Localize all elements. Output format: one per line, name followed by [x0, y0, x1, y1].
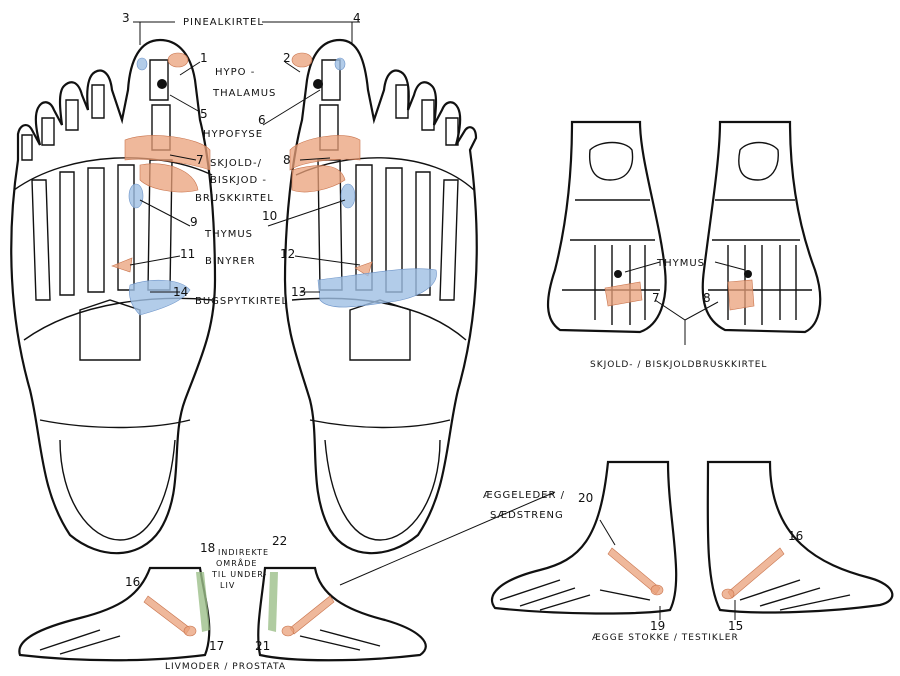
num-9: 9: [190, 215, 198, 229]
right-sole: [283, 38, 478, 555]
label-biskjod: BISKJOD -: [210, 175, 267, 186]
label-indirekte: INDIREKTE: [218, 548, 269, 557]
num-8: 8: [283, 153, 291, 167]
num-2: 2: [283, 51, 291, 65]
num-22: 22: [272, 534, 287, 548]
label-thymus: THYMUS: [204, 229, 253, 240]
label-skjold-dorsal: SKJOLD- / BISKJOLDBRUSKKIRTEL: [590, 360, 767, 370]
label-saedstreng: SÆDSTRENG: [490, 510, 564, 521]
num-1: 1: [200, 51, 208, 65]
label-bruskkirtel: BRUSKKIRTEL: [195, 193, 274, 204]
label-skjold: SKJOLD-/: [210, 158, 262, 169]
num-7: 7: [196, 153, 204, 167]
label-thalamus: THALAMUS: [212, 88, 276, 99]
num-17: 17: [209, 639, 224, 653]
label-hypofyse: HYPOFYSE: [203, 129, 263, 140]
num-13: 13: [291, 285, 306, 299]
label-thymus-dorsal: THYMUS: [656, 258, 705, 269]
dorsal-feet: [546, 120, 822, 334]
side-feet-left: [18, 566, 427, 662]
num-11: 11: [180, 247, 195, 261]
labels: PINEALKIRTEL HYPO - THALAMUS HYPOFYSE SK…: [165, 17, 767, 672]
label-livmoder-prostata: LIVMODER / PROSTATA: [165, 662, 286, 672]
side-feet-right: [490, 460, 894, 615]
label-bugspytkirtel: BUGSPYTKIRTEL: [195, 296, 288, 307]
label-aeggeleder: ÆGGELEDER /: [483, 490, 565, 501]
num-16-right: 16: [788, 529, 803, 543]
label-omraade: OMRÅDE: [216, 557, 257, 568]
label-liv: LIV: [220, 581, 235, 590]
num-6: 6: [258, 113, 266, 127]
num-20: 20: [578, 491, 593, 505]
num-4: 4: [353, 11, 361, 25]
num-21: 21: [255, 639, 270, 653]
label-hypo: HYPO -: [215, 67, 255, 78]
num-5: 5: [200, 107, 208, 121]
num-19: 19: [650, 619, 665, 633]
leader-lines: [129, 21, 746, 620]
label-binyrer: BINYRER: [205, 256, 256, 267]
num-18: 18: [200, 541, 215, 555]
num-15: 15: [728, 619, 743, 633]
num-7-dorsal: 7: [652, 291, 660, 305]
reference-numbers: 3 4 1 2 5 6 7 8 9 10 11 12 13 14 7 8 20 …: [122, 11, 803, 653]
num-8-dorsal: 8: [703, 291, 711, 305]
label-pinealkirtel: PINEALKIRTEL: [183, 17, 264, 28]
left-sole: [10, 38, 217, 555]
label-til-under: TIL UNDER-: [211, 570, 267, 579]
num-16-left: 16: [125, 575, 140, 589]
label-aeggestokke: ÆGGE STOKKE / TESTIKLER: [592, 633, 739, 643]
num-14: 14: [173, 285, 188, 299]
num-10: 10: [262, 209, 277, 223]
num-3: 3: [122, 11, 130, 25]
num-12: 12: [280, 247, 295, 261]
